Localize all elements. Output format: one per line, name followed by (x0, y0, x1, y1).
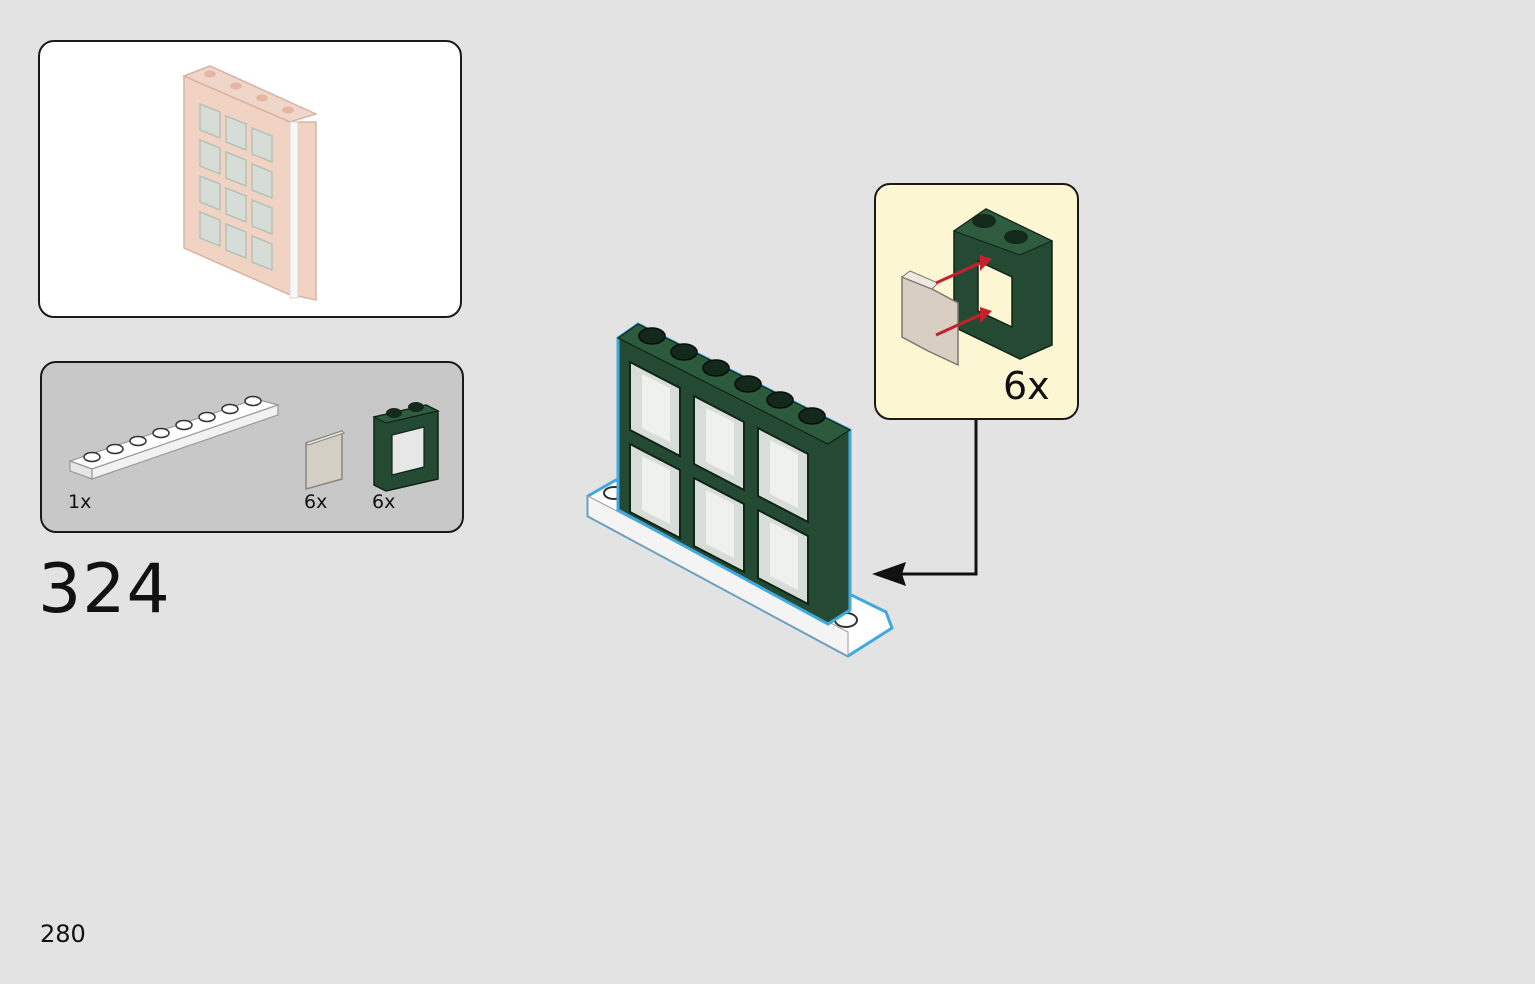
main-assembly (586, 322, 894, 658)
preview-panel (38, 40, 462, 318)
callout-quantity: 6x (1003, 364, 1050, 408)
white-plate-part (68, 395, 281, 480)
parts-list-panel: 1x 6x 6x (40, 361, 464, 533)
part-qty-frame: 6x (372, 491, 396, 513)
faded-wall-preview (182, 65, 319, 301)
step-number: 324 (38, 550, 171, 629)
callout-panel (874, 183, 1079, 420)
window-frame-part (372, 402, 440, 492)
part-qty-plate: 1x (68, 491, 92, 513)
page-number: 280 (40, 920, 86, 948)
callout-frame-and-glass (900, 208, 1054, 367)
part-qty-glass: 6x (304, 491, 328, 513)
callout-connector-arrow (872, 420, 978, 586)
window-glass-part (305, 429, 345, 490)
